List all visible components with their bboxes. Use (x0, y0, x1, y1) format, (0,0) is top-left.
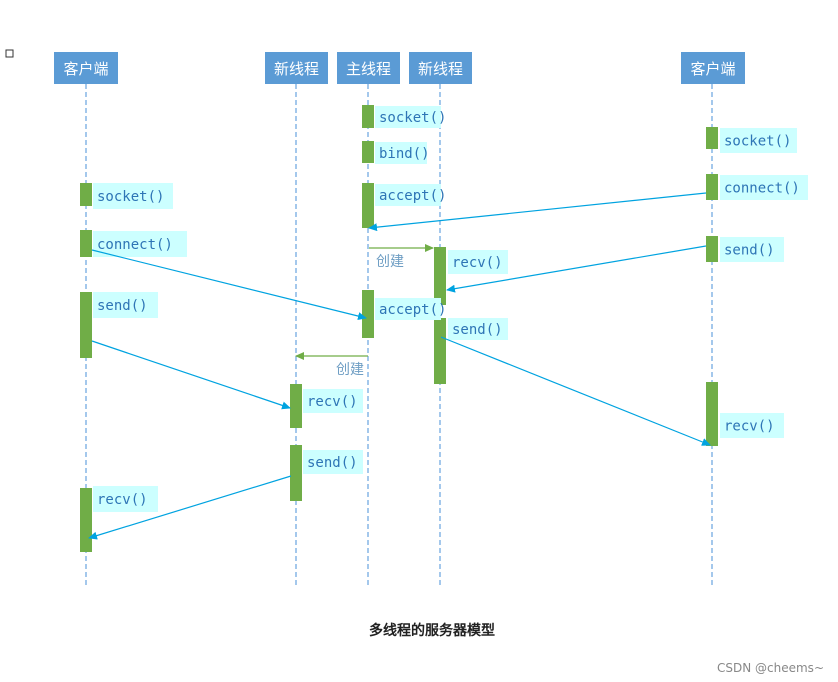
activation-bar-client-right-6 (706, 236, 718, 262)
call-label-bg-14 (303, 389, 363, 413)
message-arrow-thread-1-to-client-left (88, 475, 292, 540)
activation-bar-main-thread-3 (362, 290, 374, 338)
message-arrow-client-right-to-main-thread (368, 192, 707, 232)
call-label-client-right-5: connect() (724, 181, 800, 197)
call-label-thread-1-15: send() (307, 455, 358, 471)
activation-bar-main-thread-1 (362, 141, 374, 163)
call-label-client-right-6: send() (724, 243, 775, 259)
message-arrow-client-right-to-thread-2 (446, 245, 707, 293)
call-label-bg-13 (448, 318, 508, 340)
call-label-bg-11 (93, 486, 158, 512)
corner-square-icon (5, 49, 14, 58)
call-label-main-thread-1: bind() (379, 146, 430, 162)
lifeline-title-client-left: 客户端 (63, 60, 108, 78)
lifeline-header-client-left (54, 52, 118, 84)
call-label-bg-9 (93, 231, 187, 257)
activation-bar-client-right-4 (706, 127, 718, 149)
lifeline-title-main-thread: 主线程 (346, 60, 391, 78)
call-label-bg-8 (93, 183, 173, 209)
message-arrow-client-left-to-thread-1 (91, 340, 291, 410)
call-label-thread-1-14: recv() (307, 394, 358, 410)
call-label-bg-5 (720, 175, 808, 200)
lifeline-title-client-right: 客户端 (690, 60, 735, 78)
message-arrow-thread-2-to-client-right (440, 336, 711, 446)
message-arrow-client-left-to-main-thread (91, 249, 367, 320)
call-label-thread-2-12: recv() (452, 255, 503, 271)
call-label-bg-4 (720, 128, 797, 153)
diagram-caption: 多线程的服务器模型 (369, 622, 495, 639)
call-label-bg-10 (93, 292, 158, 318)
activation-bar-client-left-8 (80, 183, 92, 206)
lifeline-header-main-thread (337, 52, 400, 84)
lifeline-header-client-right (681, 52, 745, 84)
lifeline-header-thread-2 (409, 52, 472, 84)
call-label-client-left-9: connect() (97, 237, 173, 253)
call-label-main-thread-3: accept() (379, 302, 446, 318)
create-label-thread-2: 创建 (376, 254, 404, 270)
call-label-client-left-8: socket() (97, 189, 164, 205)
call-label-bg-2 (375, 184, 441, 206)
lifeline-title-thread-1: 新线程 (274, 60, 319, 78)
activation-bar-main-thread-0 (362, 105, 374, 128)
call-label-bg-15 (303, 450, 363, 474)
call-label-client-left-10: send() (97, 298, 148, 314)
call-label-bg-7 (720, 413, 784, 438)
call-label-client-right-7: recv() (724, 419, 775, 435)
create-label-thread-1: 创建 (336, 362, 364, 378)
activation-bar-thread-2-13 (434, 318, 446, 384)
lifeline-title-thread-2: 新线程 (418, 60, 463, 78)
activation-bar-client-left-11 (80, 488, 92, 552)
call-label-main-thread-2: accept() (379, 188, 446, 204)
activation-bar-main-thread-2 (362, 183, 374, 228)
call-label-bg-6 (720, 237, 784, 262)
activation-bar-thread-1-15 (290, 445, 302, 501)
lifeline-header-thread-1 (265, 52, 328, 84)
activation-bar-thread-1-14 (290, 384, 302, 428)
call-label-main-thread-0: socket() (379, 110, 446, 126)
activation-bar-client-left-10 (80, 292, 92, 358)
activation-bar-client-right-5 (706, 174, 718, 200)
call-label-bg-1 (375, 142, 427, 164)
activation-bar-client-right-7 (706, 382, 718, 446)
call-label-client-left-11: recv() (97, 492, 148, 508)
activation-bar-thread-2-12 (434, 247, 446, 305)
activation-bar-client-left-9 (80, 230, 92, 257)
call-label-bg-12 (448, 250, 508, 274)
call-label-thread-2-13: send() (452, 322, 503, 338)
call-label-client-right-4: socket() (724, 134, 791, 150)
call-label-bg-3 (375, 298, 441, 320)
call-label-bg-0 (375, 106, 441, 128)
watermark: CSDN @cheems~ (717, 661, 824, 675)
